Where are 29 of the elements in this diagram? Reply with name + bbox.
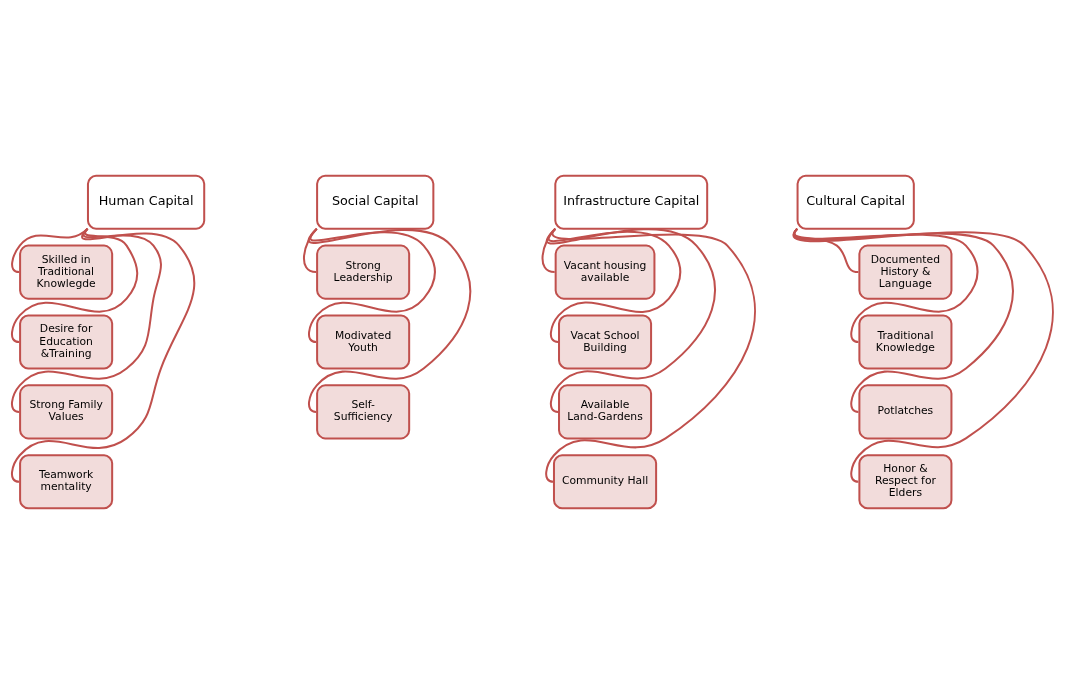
connector	[793, 228, 1054, 483]
node-box: Self-Sufficiency	[316, 384, 411, 440]
connector	[11, 228, 89, 274]
node-box: Cultural Capital	[796, 174, 915, 230]
node-box: Traditional Knowledge	[858, 314, 953, 370]
connector	[308, 228, 472, 413]
node-box: Community Hall	[552, 454, 658, 510]
connector	[545, 228, 756, 483]
node-box: Infrastructure Capital	[554, 174, 709, 230]
connector	[548, 228, 682, 343]
node-box: Teamwork mentality	[19, 454, 114, 510]
node-box: Available Land-Gardens	[558, 384, 653, 440]
node-box: Potlatches	[858, 384, 953, 440]
connector	[10, 228, 139, 343]
node-box: Vacant housing available	[554, 244, 656, 300]
node-box: Documented History & Language	[858, 244, 953, 300]
connector	[308, 228, 437, 343]
node-box: Social Capital	[316, 174, 435, 230]
connector	[10, 228, 162, 413]
node-box: Honor & Respect for Elders	[858, 454, 953, 510]
node-box: Desire for Education &Training	[19, 314, 114, 370]
node-box: Human Capital	[86, 174, 206, 230]
node-box: Strong Leadership	[316, 244, 411, 300]
node-box: Strong Family Values	[19, 384, 114, 440]
connector	[546, 228, 716, 413]
node-box: Vacat School Building	[558, 314, 653, 370]
node-box: Skilled in Traditional Knowlegde	[19, 244, 114, 300]
node-box: Modivated Youth	[316, 314, 411, 370]
connector	[11, 228, 196, 483]
